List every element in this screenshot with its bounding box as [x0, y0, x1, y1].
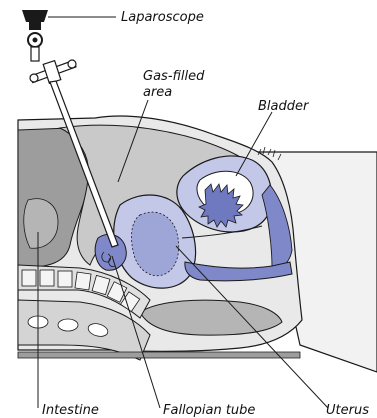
vertebra — [22, 270, 36, 286]
vertebra — [58, 271, 72, 287]
label-intestine: Intestine — [42, 403, 99, 418]
laparoscope-lens-center — [33, 38, 38, 43]
laparoscope-body — [29, 22, 41, 30]
label-laparoscope: Laparoscope — [121, 10, 204, 25]
trocar-knob — [30, 74, 38, 82]
bottom-band — [18, 352, 300, 358]
trocar-hub — [43, 61, 61, 84]
laparoscope-neck — [31, 47, 39, 61]
muscle-section — [58, 319, 78, 331]
laparoscope-eyepiece — [22, 10, 48, 22]
label-bladder: Bladder — [258, 99, 310, 114]
label-gas-filled-2: area — [143, 85, 172, 100]
label-uterus: Uterus — [326, 403, 369, 418]
vertebra — [75, 272, 91, 290]
trocar-knob — [68, 60, 76, 68]
label-gas-filled-1: Gas-filled — [143, 69, 205, 84]
vertebra — [40, 270, 54, 286]
label-fallopian-tube: Fallopian tube — [163, 403, 255, 418]
